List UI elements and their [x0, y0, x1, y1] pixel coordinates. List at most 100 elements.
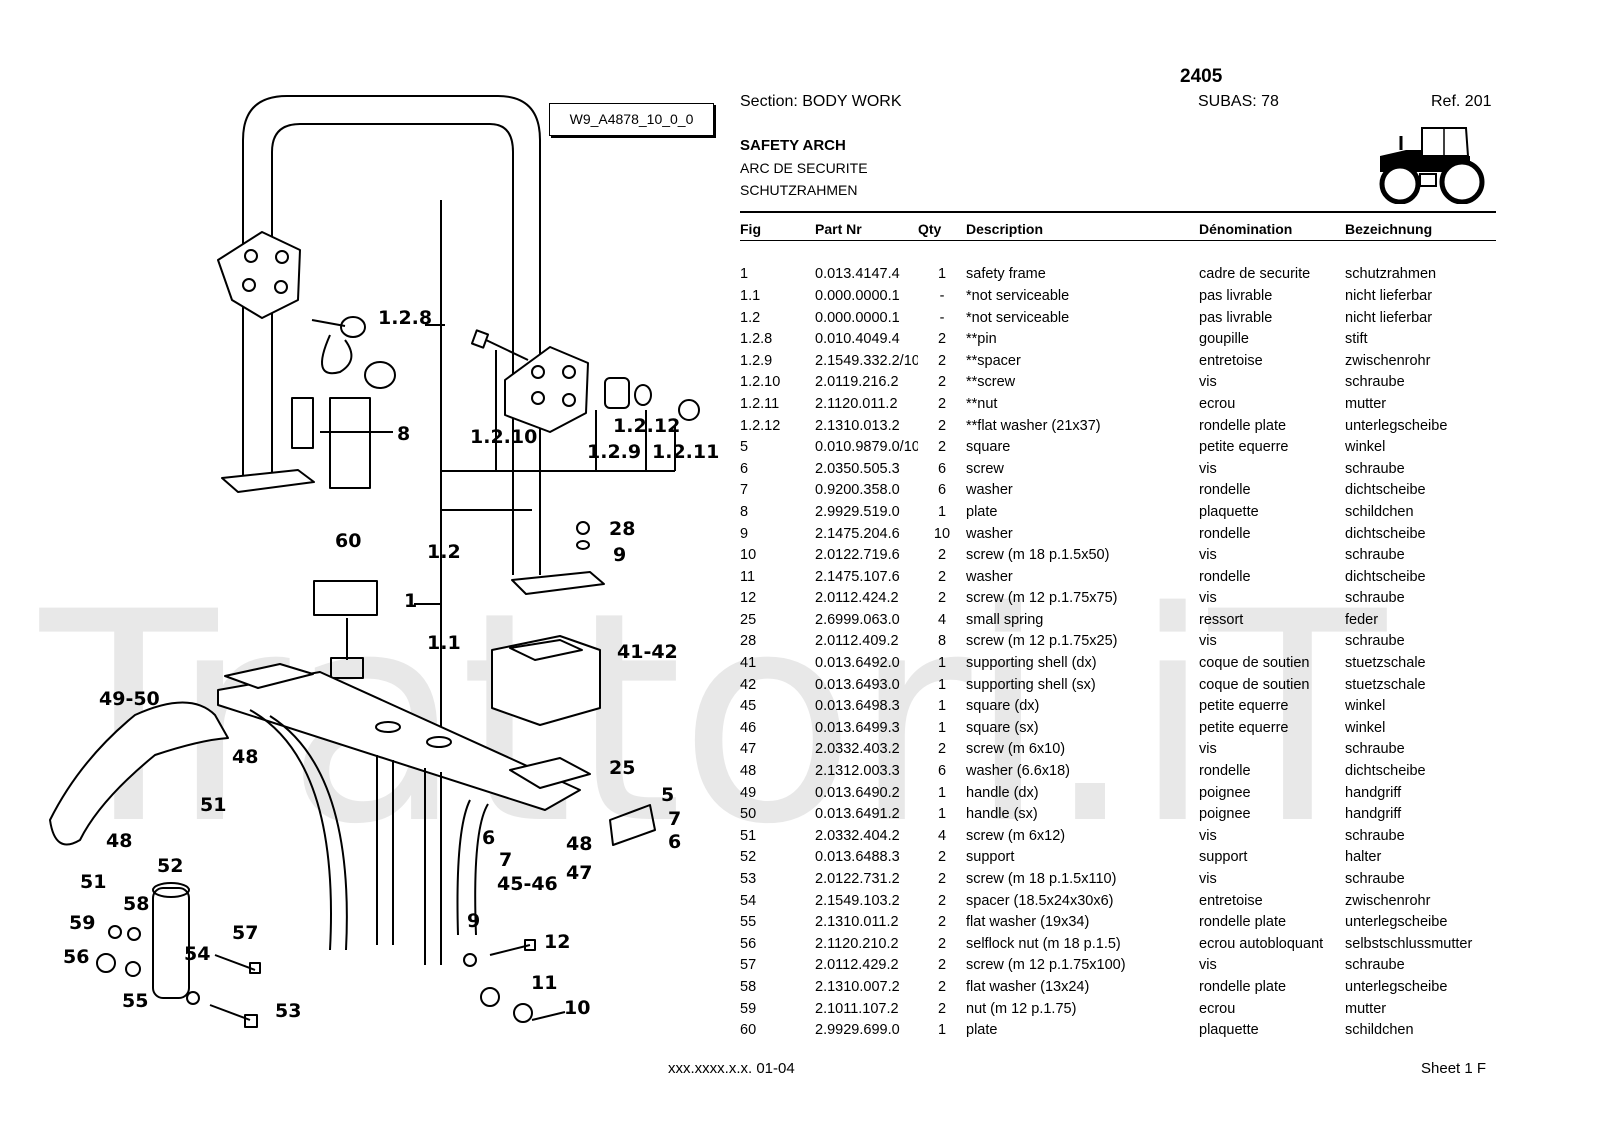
cell-desc: **flat washer (21x37) [966, 417, 1101, 434]
label-9-bottom: 9 [467, 910, 481, 932]
cell-bez: schraube [1345, 460, 1405, 477]
cell-part: 0.010.4049.4 [815, 331, 900, 348]
cell-bez: unterlegscheibe [1345, 978, 1448, 995]
cell-desc: washer (6.6x18) [966, 763, 1070, 780]
cell-bez: stuetzschale [1345, 676, 1426, 693]
cell-fig: 55 [740, 914, 757, 931]
cell-qty: 2 [937, 957, 947, 974]
cell-desc: flat washer (13x24) [966, 978, 1090, 995]
cell-denom: poignee [1199, 784, 1251, 801]
cell-bez: dichtscheibe [1345, 763, 1426, 780]
cell-fig: 56 [740, 935, 757, 952]
cell-fig: 8 [740, 503, 749, 520]
cell-fig: 52 [740, 849, 757, 866]
cell-denom: plaquette [1199, 1022, 1259, 1039]
cell-fig: 46 [740, 719, 757, 736]
cell-part: 2.1310.013.2 [815, 417, 900, 434]
label-7-a: 7 [668, 808, 682, 830]
cell-qty: 2 [937, 849, 947, 866]
cell-fig: 1 [740, 266, 749, 283]
table-spacer [740, 242, 1496, 264]
label-6-b: 6 [482, 827, 496, 849]
cell-qty: 6 [937, 763, 947, 780]
cell-fig: 50 [740, 806, 757, 823]
cell-fig: 45 [740, 698, 757, 715]
label-52: 52 [157, 855, 184, 877]
cell-bez: mutter [1345, 395, 1387, 412]
label-9-top: 9 [613, 544, 627, 566]
cell-denom: vis [1199, 871, 1217, 888]
cell-qty: 2 [937, 892, 947, 909]
cell-qty: 2 [937, 741, 947, 758]
cell-bez: schraube [1345, 590, 1405, 607]
cell-fig: 58 [740, 978, 757, 995]
header-rule-bottom [740, 240, 1496, 241]
cell-part: 2.0350.505.3 [815, 460, 900, 477]
cell-bez: dichtscheibe [1345, 525, 1426, 542]
cell-bez: schraube [1345, 633, 1405, 650]
cell-desc: washer [966, 568, 1013, 585]
cell-fig: 57 [740, 957, 757, 974]
cell-part: 2.0112.409.2 [815, 633, 899, 650]
label-48-a: 48 [232, 746, 259, 768]
title-english: SAFETY ARCH [740, 137, 846, 154]
cell-denom: poignee [1199, 806, 1251, 823]
cell-bez: handgriff [1345, 784, 1402, 801]
cell-denom: vis [1199, 374, 1217, 391]
exploded-parts-diagram: W9_A4878_10_0_0 1.2.8 8 1.2.10 1.2.12 1.… [0, 0, 740, 1131]
cell-fig: 49 [740, 784, 757, 801]
label-57: 57 [232, 922, 259, 944]
label-5: 5 [661, 784, 675, 806]
cell-qty: - [939, 309, 945, 326]
cell-fig: 1.2 [740, 309, 761, 326]
cell-bez: winkel [1345, 439, 1386, 456]
cell-fig: 59 [740, 1000, 757, 1017]
diagram-drawing [49, 95, 700, 1028]
cell-fig: 48 [740, 763, 757, 780]
cell-fig: 51 [740, 827, 757, 844]
cell-bez: winkel [1345, 719, 1386, 736]
cell-desc: screw [966, 460, 1004, 477]
cell-part: 2.1011.107.2 [815, 1000, 899, 1017]
cell-denom: ecrou [1199, 1000, 1236, 1017]
cell-part: 2.0122.731.2 [815, 871, 900, 888]
label-6-a: 6 [668, 831, 682, 853]
cell-part: 2.1120.011.2 [815, 395, 898, 412]
label-55: 55 [122, 990, 149, 1012]
cell-fig: 5 [740, 439, 749, 456]
cell-denom: cadre de securite [1199, 266, 1311, 283]
label-12: 12 [544, 931, 571, 953]
cell-part: 0.000.0000.1 [815, 287, 900, 304]
title-german: SCHUTZRAHMEN [740, 182, 858, 198]
cell-part: 2.9929.699.0 [815, 1022, 900, 1039]
cell-qty: 6 [937, 460, 947, 477]
label-60: 60 [335, 530, 362, 552]
cell-bez: feder [1345, 611, 1379, 628]
label-1-2-11: 1.2.11 [652, 441, 720, 463]
cell-denom: support [1199, 849, 1248, 866]
cell-qty: 1 [937, 719, 947, 736]
col-fig: Fig [740, 221, 761, 237]
cell-part: 2.1312.003.3 [815, 763, 900, 780]
cell-qty: 2 [937, 395, 947, 412]
label-48-c: 48 [106, 830, 133, 852]
cell-denom: ecrou [1199, 395, 1236, 412]
cell-part: 2.6999.063.0 [815, 611, 900, 628]
cell-fig: 1.2.8 [740, 331, 773, 348]
cell-bez: halter [1345, 849, 1382, 866]
cell-qty: 2 [937, 547, 947, 564]
label-53: 53 [275, 1000, 302, 1022]
cell-bez: unterlegscheibe [1345, 417, 1448, 434]
